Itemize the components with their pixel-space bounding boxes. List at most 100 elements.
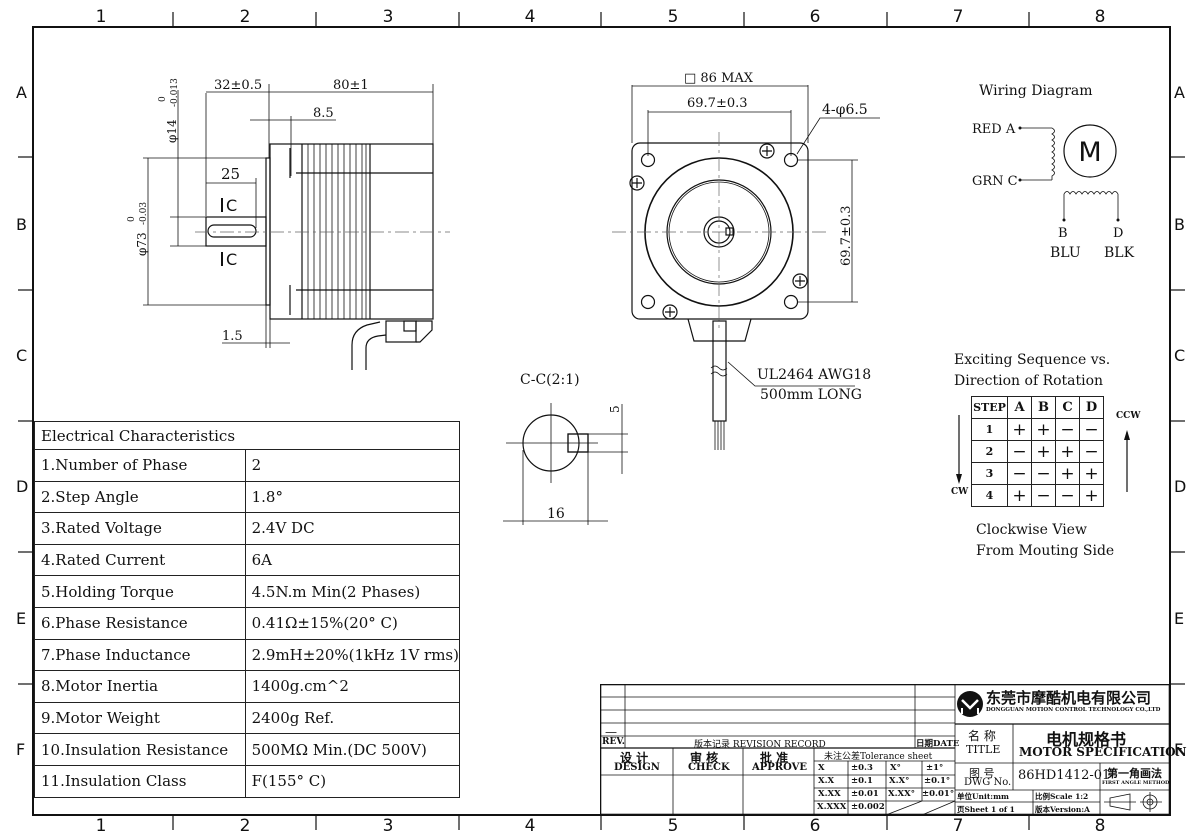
col-label: 7 [953,7,964,27]
coil-ac [1051,127,1055,180]
tol-format: X.XXX [817,802,847,812]
row-labels-left: A B C D E F [16,83,28,759]
sequence-title-line1: Exciting Sequence vs. [954,352,1110,368]
phase-state: + [1031,418,1056,441]
rev-label: REV. [602,737,625,747]
dwg-label-en: DWG No. [964,777,1012,788]
row-label: A [16,83,27,102]
step-number: 4 [971,484,1008,507]
tol-angle-format: X.XX° [888,789,915,799]
dim-hole-spacing-horizontal: 69.7±0.3 [687,96,748,111]
projection-label-en: FIRST ANGLE METHOD [1102,780,1170,786]
phase-state: + [1079,484,1104,507]
exciting-sequence-table: STEP A B C D 1 + + − − 2 − + + − 3 − − +… [971,396,1104,507]
title-label-cn: 名 称 [968,729,996,743]
phase-state: − [1007,440,1032,463]
row-label: B [1174,215,1185,234]
tol-angle-format: X.X° [889,776,910,786]
rev-dash: — [605,725,617,739]
tol-value: ±0.3 [851,763,873,773]
drawing-title-cn: 电机规格书 [1046,730,1127,749]
spec-value: 1400g.cm^2 [244,670,461,703]
spec-label: 9.Motor Weight [34,701,246,735]
row-label: A [1174,83,1185,102]
tol-angle-format: X° [890,763,901,773]
lead-grn-c: GRN C [972,174,1018,189]
col-label: 5 [668,816,679,836]
phase-state: − [1031,462,1056,485]
row-label: C [16,346,27,365]
tol-format: X.X [818,776,835,786]
spec-label: 10.Insulation Resistance [34,733,246,766]
lead-d-color: BLK [1104,245,1135,261]
col-label: 2 [240,816,251,836]
cable-spec: UL2464 AWG18 [757,367,871,383]
spec-label: 1.Number of Phase [34,449,246,482]
lead-d-letter: D [1113,226,1123,241]
title-block: — REV. 版本记录 REVISION RECORD 日期DATE 设 计 D… [600,684,1187,815]
shaft [205,216,267,247]
section-mark-bottom: C [226,250,237,269]
dim-key-length: 25 [221,165,240,183]
company-logo-icon [957,691,983,717]
sequence-note-line2: From Mouting Side [976,543,1114,559]
dim-shaft-tol-upper: 0 [158,96,168,102]
row-label: D [1174,477,1186,496]
dim-section-width: 16 [547,506,565,522]
dim-pilot-tol-upper: 0 [127,216,137,222]
spec-value: 4.5N.m Min(2 Phases) [244,575,461,608]
approve-label-cn: 批 准 [760,751,789,765]
sequence-header-row: STEP A B C D [971,396,1104,419]
column-labels-top: 1 2 3 4 5 6 7 8 [96,7,1106,27]
spec-label: 7.Phase Inductance [34,638,246,672]
dim-pilot-tol-lower: -0.03 [139,202,149,225]
phase-state: + [1079,462,1104,485]
tol-angle-value: ±0.1° [924,776,951,786]
col-label: 7 [953,816,964,836]
phase-state: + [1007,484,1032,507]
row-label: F [1174,740,1183,759]
sequence-header: C [1055,396,1080,419]
spec-value: 500MΩ Min.(DC 500V) [244,733,461,766]
spec-label: 2.Step Angle [34,480,246,514]
motor-body [269,143,434,320]
dim-hole-spacing-vertical: 69.7±0.3 [839,205,854,266]
stator-laminations [307,144,367,319]
tol-value: ±0.1 [851,776,873,786]
phase-state: − [1055,418,1080,441]
mount-hole [783,294,799,310]
revision-record-label: 版本记录 REVISION RECORD [694,740,826,750]
dim-pilot-diameter: φ73 [135,232,149,256]
check-label-en: CHECK [688,762,730,773]
spec-value: 0.41Ω±15%(20° C) [244,606,461,640]
spec-label: 6.Phase Resistance [34,606,246,640]
col-label: 2 [240,7,251,27]
step-number: 1 [971,418,1008,441]
dim-pilot-thickness: 1.5 [222,329,243,344]
check-label-cn: 审 核 [690,751,719,765]
dim-shaft-diameter: φ14 [165,119,179,143]
dim-shaft-tol-lower: -0.013 [170,78,180,107]
row-label: F [16,740,25,759]
dim-overall-size: □ 86 MAX [684,71,754,86]
phase-state: − [1055,484,1080,507]
tol-value: ±0.01 [851,789,879,799]
column-labels-bottom: 1 2 3 4 5 6 7 8 [96,816,1106,836]
column-ticks [172,12,1030,830]
col-label: 6 [810,816,821,836]
step-number: 3 [971,462,1008,485]
section-title: C-C(2:1) [520,372,580,388]
sequence-header: A [1007,396,1032,419]
phase-state: − [1079,440,1104,463]
tol-value: ±0.002 [851,802,885,812]
col-label: 3 [383,7,394,27]
sequence-header: D [1079,396,1104,419]
phase-state: − [1031,484,1056,507]
